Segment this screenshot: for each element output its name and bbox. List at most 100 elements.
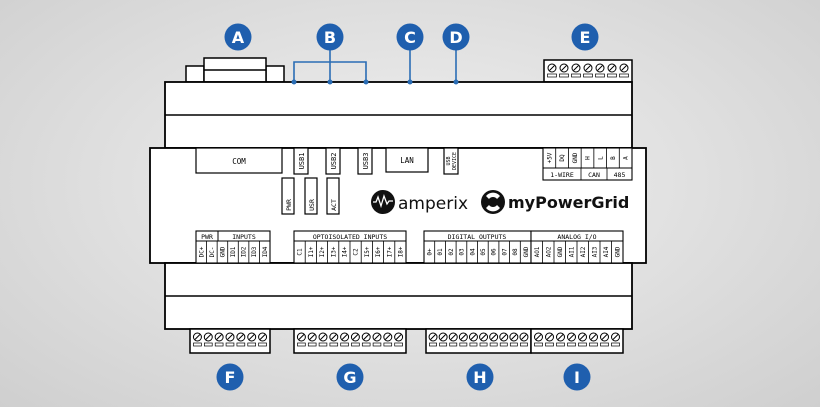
pin-label: B xyxy=(610,156,617,160)
svg-text:A: A xyxy=(232,28,245,47)
led-act-label: ACT xyxy=(330,199,338,211)
terminal-screw xyxy=(611,332,620,347)
terminal-screw xyxy=(468,332,478,347)
usb1-label: USB1 xyxy=(298,153,306,170)
terminal-screw xyxy=(225,332,235,347)
terminal-screw xyxy=(296,332,306,347)
pin-label: AI2 xyxy=(580,246,587,257)
pin-label: 08 xyxy=(512,248,519,256)
terminal-screw xyxy=(247,332,257,347)
led-pwr-label: PWR xyxy=(285,199,293,211)
com-label: COM xyxy=(232,157,246,166)
usb2-port: USB2 xyxy=(325,147,341,175)
pin-label: ID1 xyxy=(230,246,237,257)
digital-outputs-title: DIGITAL OUTPUTS xyxy=(448,233,507,241)
terminal-screw xyxy=(583,63,593,78)
callout-h: H xyxy=(466,363,494,391)
terminal-screw xyxy=(519,332,529,347)
svg-text:D: D xyxy=(449,28,462,47)
opto-inputs-title: OPTOISOLATED INPUTS xyxy=(313,233,387,241)
amperix-logo: amperix xyxy=(371,190,468,214)
terminal-screw xyxy=(203,332,213,347)
pin-label: I7+ xyxy=(386,246,393,257)
usb3-port: USB3 xyxy=(357,147,373,175)
pin-label: GND xyxy=(523,246,530,257)
pin-label: L xyxy=(597,156,604,160)
housing-ridges xyxy=(165,114,632,297)
callout-b: B xyxy=(316,23,344,51)
pin-label: ID3 xyxy=(251,246,258,257)
terminal-screw xyxy=(534,332,543,347)
svg-text:F: F xyxy=(225,368,236,387)
terminal-screw xyxy=(329,332,339,347)
pin-label: DQ xyxy=(559,154,566,162)
pin-label: A xyxy=(623,156,630,160)
svg-text:C: C xyxy=(404,28,416,47)
led-pwr: PWR xyxy=(281,177,295,215)
pin-label: ID2 xyxy=(241,246,248,257)
pin-label: AO1 xyxy=(534,246,541,257)
pin-label: ID4 xyxy=(262,246,269,257)
terminal-screw xyxy=(236,332,246,347)
terminal-screw xyxy=(438,332,448,347)
group-label: 1-WIRE xyxy=(550,171,574,179)
pin-label: 03 xyxy=(459,248,466,256)
pin-label: +5V xyxy=(546,152,553,163)
usb-device-label-2: DEVICE xyxy=(452,152,458,170)
callout-g: G xyxy=(336,363,364,391)
pin-label: 04 xyxy=(469,248,476,256)
terminal-screw xyxy=(340,332,350,347)
pwr-group-label: PWR xyxy=(201,233,213,241)
pin-label: C1 xyxy=(297,248,304,256)
pin-label: AI3 xyxy=(591,246,598,257)
terminal-screw xyxy=(489,332,499,347)
svg-text:I: I xyxy=(574,368,580,387)
callout-e: E xyxy=(571,23,599,51)
led-usr: USR xyxy=(304,177,318,215)
svg-text:E: E xyxy=(580,28,591,47)
usb-device-label-1: USB xyxy=(446,156,452,165)
terminal-screw xyxy=(589,332,598,347)
pin-label: 07 xyxy=(501,248,508,256)
usb-device-port: USB DEVICE xyxy=(443,147,459,175)
pin-label: I2+ xyxy=(319,246,326,257)
pin-label: 02 xyxy=(448,248,455,256)
pin-label: GND xyxy=(614,246,621,257)
terminal-screw xyxy=(448,332,458,347)
pin-label: GND xyxy=(220,246,227,257)
terminal-screw xyxy=(595,63,605,78)
pin-label: AI1 xyxy=(568,246,575,257)
callout-leaders xyxy=(293,50,457,80)
pin-label: 05 xyxy=(480,248,487,256)
terminal-screw xyxy=(192,332,202,347)
pin-label: 0+ xyxy=(426,248,433,256)
pin-label: I6+ xyxy=(375,246,382,257)
pin-label: GND xyxy=(557,246,564,257)
terminal-screw xyxy=(499,332,509,347)
group-label: 485 xyxy=(614,171,626,179)
callout-a: A xyxy=(224,23,252,51)
terminal-screw xyxy=(214,332,224,347)
led-act: ACT xyxy=(326,177,340,215)
usb2-label: USB2 xyxy=(330,153,338,170)
callout-leader-dots xyxy=(291,79,459,85)
pin-label: I4+ xyxy=(342,246,349,257)
terminal-screw xyxy=(428,332,438,347)
pin-label: I8+ xyxy=(398,246,405,257)
terminal-screw xyxy=(258,332,268,347)
terminal-screw xyxy=(307,332,317,347)
svg-text:H: H xyxy=(473,368,486,387)
lan-label: LAN xyxy=(400,156,414,165)
svg-text:G: G xyxy=(343,368,356,387)
terminal-screw xyxy=(547,63,557,78)
terminal-screw xyxy=(318,332,328,347)
callout-i: I xyxy=(563,363,591,391)
callout-f: F xyxy=(216,363,244,391)
terminal-block-e xyxy=(543,59,633,83)
led-usr-label: USR xyxy=(308,199,316,211)
callout-d: D xyxy=(442,23,470,51)
callout-c: C xyxy=(396,23,424,51)
